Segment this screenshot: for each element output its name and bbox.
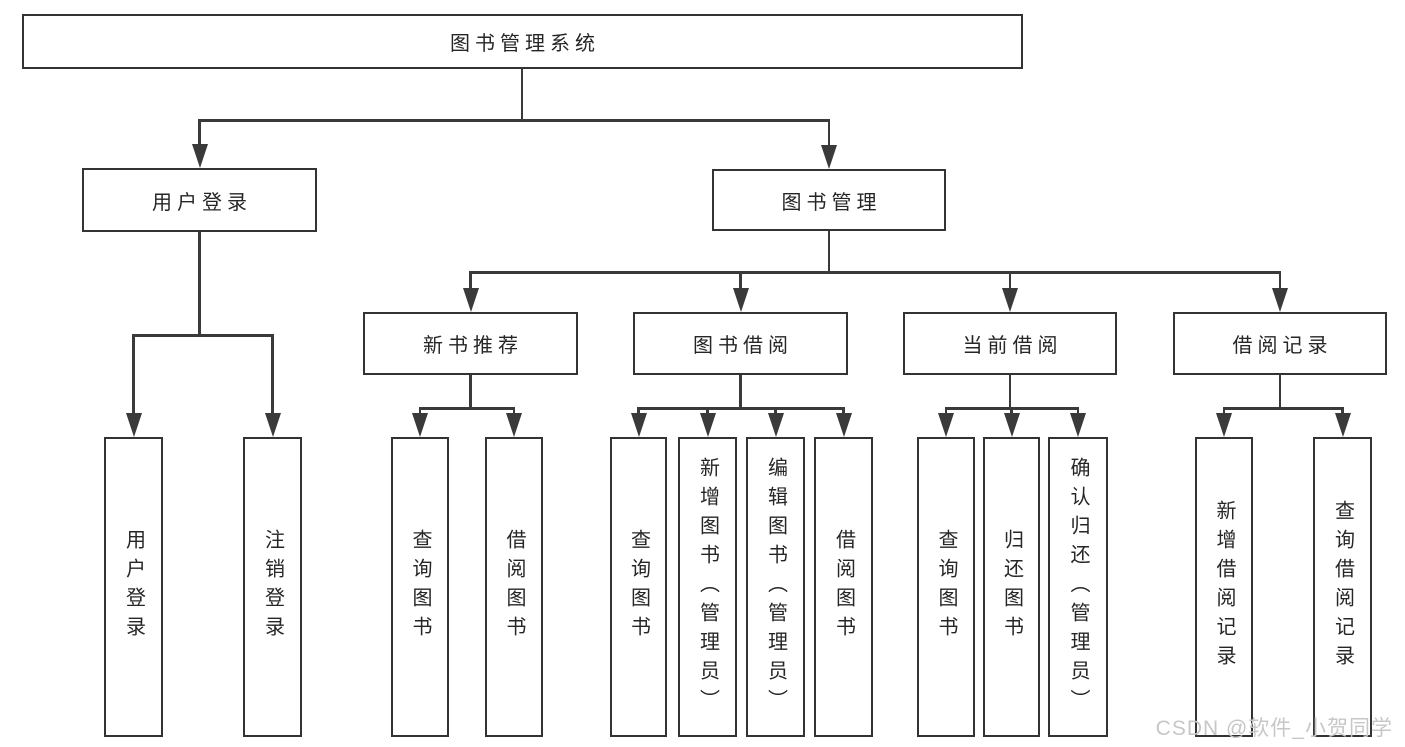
node-label-current-borrowing: 当前借阅 — [962, 335, 1063, 357]
connector-stem — [739, 375, 742, 410]
node-label-leaf-query-books-2: 查询图书 — [627, 529, 650, 645]
watermark: CSDN @软件_小贺同学 — [1155, 717, 1393, 740]
node-leaf-query-borrow-record: 查询借阅记录 — [1313, 437, 1372, 737]
node-leaf-logout: 注销登录 — [243, 437, 302, 737]
node-leaf-edit-books: 编辑图书（管理员） — [746, 437, 805, 737]
connector-drop — [944, 407, 948, 417]
node-leaf-add-borrow-record: 新增借阅记录 — [1195, 437, 1253, 737]
connector-drop — [132, 334, 135, 417]
arrow-down-icon — [835, 413, 852, 437]
connector-rail — [198, 119, 831, 122]
node-leaf-query-books-2: 查询图书 — [610, 437, 667, 737]
connector-drop — [1076, 407, 1080, 417]
node-leaf-return-books: 归还图书 — [983, 437, 1040, 737]
connector-stem — [1008, 375, 1012, 410]
node-user-login: 用户登录 — [82, 168, 317, 232]
node-label-leaf-return-books: 归还图书 — [1000, 529, 1023, 645]
node-label-leaf-confirm-return: 确认归还（管理员） — [1067, 456, 1089, 718]
connector-stem — [827, 231, 831, 274]
node-label-new-book-recommend: 新书推荐 — [423, 335, 523, 357]
connector-drop — [842, 407, 845, 417]
connector-drop — [469, 271, 472, 292]
arrow-down-icon — [767, 413, 784, 437]
node-label-borrowing-records: 借阅记录 — [1232, 335, 1333, 357]
node-book-management: 图书管理 — [712, 169, 946, 231]
connector-stem — [469, 375, 472, 410]
connector-rail — [1222, 407, 1344, 410]
connector-drop — [1010, 407, 1013, 417]
node-label-leaf-borrow-books-1: 借阅图书 — [503, 529, 525, 645]
node-current-borrowing: 当前借阅 — [903, 312, 1117, 375]
connector-drop — [739, 271, 742, 292]
node-book-borrowing: 图书借阅 — [633, 312, 848, 375]
arrow-down-icon — [1002, 288, 1018, 312]
connector-drop — [512, 407, 516, 417]
arrow-down-icon — [732, 288, 749, 312]
node-label-leaf-query-books-1: 查询图书 — [409, 529, 431, 645]
connector-drop — [1008, 271, 1012, 292]
arrow-down-icon — [191, 144, 208, 168]
node-label-leaf-user-login: 用户登录 — [122, 529, 145, 645]
arrow-down-icon — [821, 145, 837, 169]
connector-rail — [469, 271, 1282, 274]
arrow-down-icon — [506, 413, 522, 437]
node-label-book-management: 图书管理 — [781, 191, 882, 214]
node-leaf-borrow-books-2: 借阅图书 — [814, 437, 873, 737]
connector-drop — [1222, 407, 1226, 417]
node-leaf-confirm-return: 确认归还（管理员） — [1048, 437, 1108, 737]
connector-stem — [198, 232, 201, 337]
arrow-down-icon — [1334, 413, 1351, 437]
arrow-down-icon — [630, 413, 647, 437]
arrow-down-icon — [1003, 413, 1020, 437]
node-label-user-login: 用户登录 — [152, 191, 252, 214]
connector-rail — [418, 407, 516, 410]
connector-drop — [827, 119, 831, 149]
node-borrowing-records: 借阅记录 — [1173, 312, 1387, 375]
arrow-down-icon — [1272, 288, 1288, 312]
node-label-leaf-logout: 注销登录 — [261, 529, 284, 645]
connector-drop — [1341, 407, 1344, 417]
connector-stem — [520, 69, 524, 122]
arrow-down-icon — [938, 413, 954, 437]
node-label-book-borrowing: 图书借阅 — [693, 335, 793, 357]
node-label-leaf-add-books: 新增图书（管理员） — [696, 456, 719, 718]
arrow-down-icon — [462, 288, 479, 312]
arrow-down-icon — [1216, 413, 1232, 437]
node-root: 图书管理系统 — [22, 14, 1023, 69]
node-leaf-borrow-books-1: 借阅图书 — [485, 437, 543, 737]
connector-drop — [774, 407, 777, 417]
node-label-leaf-borrow-books-2: 借阅图书 — [832, 529, 855, 645]
connector-drop — [1278, 271, 1282, 292]
connector-drop — [198, 119, 201, 148]
node-label-leaf-query-books-3: 查询图书 — [935, 529, 957, 645]
node-leaf-query-books-3: 查询图书 — [917, 437, 975, 737]
connector-stem — [1278, 375, 1282, 410]
arrow-down-icon — [264, 413, 281, 437]
arrow-down-icon — [1070, 413, 1086, 437]
node-leaf-user-login: 用户登录 — [104, 437, 163, 737]
node-label-leaf-add-borrow-record: 新增借阅记录 — [1213, 500, 1235, 674]
connector-drop — [637, 407, 640, 417]
node-label-leaf-query-borrow-record: 查询借阅记录 — [1331, 500, 1354, 674]
node-new-book-recommend: 新书推荐 — [363, 312, 578, 375]
connector-rail — [132, 334, 274, 337]
arrow-down-icon — [699, 413, 716, 437]
node-leaf-add-books: 新增图书（管理员） — [678, 437, 737, 737]
node-label-leaf-edit-books: 编辑图书（管理员） — [764, 456, 787, 718]
node-label-root: 图书管理系统 — [450, 33, 600, 55]
arrow-down-icon — [125, 413, 142, 437]
connector-drop — [271, 334, 274, 417]
arrow-down-icon — [412, 413, 428, 437]
connector-drop — [706, 407, 709, 417]
connector-rail — [637, 407, 845, 410]
node-leaf-query-books-1: 查询图书 — [391, 437, 449, 737]
connector-drop — [418, 407, 422, 417]
